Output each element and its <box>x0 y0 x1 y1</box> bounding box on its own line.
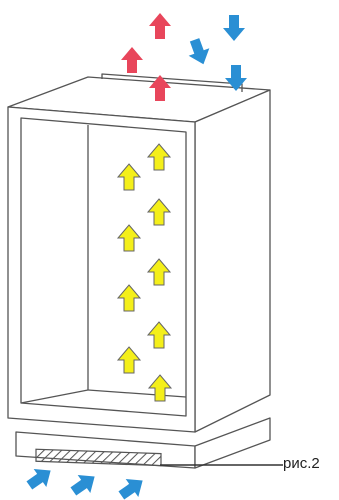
intake-arrows <box>23 461 149 500</box>
cool-air-arrow-icon <box>223 15 245 41</box>
intake-arrow-icon <box>115 471 149 500</box>
hot-air-arrow-icon <box>149 13 171 39</box>
figure-caption: рис.2 <box>283 455 320 472</box>
intake-arrow-icon <box>23 461 57 495</box>
intake-arrow-icon <box>67 467 101 500</box>
cool-air-arrow-icon <box>184 36 214 68</box>
vent-grille <box>35 448 162 467</box>
cabinet-base-side <box>194 417 271 469</box>
hot-air-arrow-icon <box>121 47 143 73</box>
cabinet-opening <box>20 117 187 417</box>
cool-air-arrows <box>184 15 247 91</box>
cabinet-right-side <box>194 89 271 433</box>
cabinet <box>7 73 271 469</box>
